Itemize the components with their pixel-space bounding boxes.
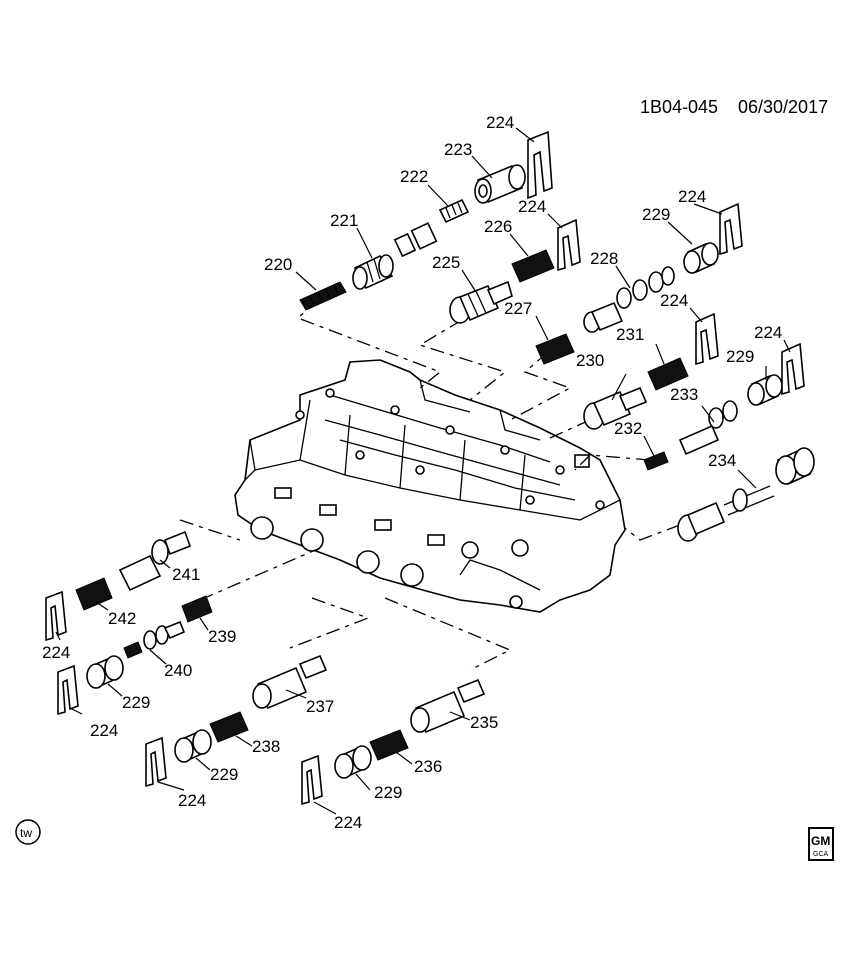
part-232-spring: [643, 451, 669, 471]
part-235-sleeve: [410, 678, 486, 734]
part-225-valve: [449, 280, 513, 324]
callout-229-a: 229: [642, 205, 670, 224]
callout-231: 231: [616, 325, 644, 344]
doc-date: 06/30/2017: [738, 97, 828, 117]
callout-224-c: 224: [678, 187, 706, 206]
part-231-spring: [647, 357, 689, 391]
tw-logo: tw: [15, 819, 41, 845]
callout-242: 242: [108, 609, 136, 628]
part-238-spring: [209, 711, 249, 743]
callout-labels: 220 221 222 223 224 225 226 224 227 228 …: [42, 113, 782, 832]
part-242-spring: [75, 577, 113, 611]
part-220-spring: [299, 281, 347, 311]
part-229-plug-d: [174, 729, 212, 763]
part-230-valve: [583, 386, 648, 430]
part-224-clip-f: [45, 590, 67, 642]
callout-233: 233: [670, 385, 698, 404]
part-226-spring: [511, 249, 555, 283]
doc-id: 1B04-045: [640, 97, 718, 117]
valve-body: [234, 359, 626, 613]
callout-227: 227: [504, 299, 532, 318]
callout-240: 240: [164, 661, 192, 680]
callout-230: 230: [576, 351, 604, 370]
part-224-clip-e: [781, 342, 805, 396]
callout-235: 235: [470, 713, 498, 732]
part-224-clip-c: [719, 202, 743, 256]
part-224-clip-d: [695, 312, 719, 366]
callout-234: 234: [708, 451, 736, 470]
callout-229-e: 229: [374, 783, 402, 802]
callout-224-b: 224: [518, 197, 546, 216]
part-239-spring: [181, 595, 213, 623]
callout-237: 237: [306, 697, 334, 716]
callout-221: 221: [330, 211, 358, 230]
callout-229-d: 229: [210, 765, 238, 784]
svg-text:tw: tw: [20, 826, 32, 840]
callout-224-d: 224: [660, 291, 688, 310]
part-224-clip-b: [557, 218, 581, 272]
callout-232: 232: [614, 419, 642, 438]
part-224-clip-i: [301, 754, 323, 806]
part-236-spring: [369, 729, 409, 761]
callout-224-f: 224: [42, 643, 70, 662]
callout-236: 236: [414, 757, 442, 776]
callout-223: 223: [444, 140, 472, 159]
callout-224-a: 224: [486, 113, 514, 132]
part-229-plug-a: [683, 242, 719, 274]
part-241-valve: [118, 530, 192, 592]
callout-224-e: 224: [754, 323, 782, 342]
part-237-sleeve: [252, 654, 328, 710]
part-233-valve: [678, 400, 738, 456]
part-227-spring: [535, 333, 575, 365]
callout-225: 225: [432, 253, 460, 272]
callout-229-c: 229: [122, 693, 150, 712]
part-221-sleeve: [352, 254, 394, 290]
callout-224-i: 224: [334, 813, 362, 832]
part-229-plug-e: [334, 745, 372, 779]
leader-lines: [55, 127, 791, 815]
part-224-clip-g: [57, 664, 79, 716]
part-240-valve: [123, 620, 186, 659]
callout-226: 226: [484, 217, 512, 236]
callout-224-g: 224: [90, 721, 118, 740]
callout-228: 228: [590, 249, 618, 268]
part-228-valve: [583, 266, 675, 333]
callout-222: 222: [400, 167, 428, 186]
callout-241: 241: [172, 565, 200, 584]
part-224-clip-a: [527, 130, 553, 200]
part-229-plug-b: [747, 374, 783, 406]
callout-220: 220: [264, 255, 292, 274]
part-229-plug-c: [86, 655, 124, 689]
svg-text:GM: GM: [811, 834, 830, 848]
gm-gca-logo: GM GCA: [808, 827, 834, 861]
callout-229-b: 229: [726, 347, 754, 366]
part-224-clip-h: [145, 736, 167, 788]
part-222-valve: [393, 198, 470, 258]
callout-238: 238: [252, 737, 280, 756]
callout-239: 239: [208, 627, 236, 646]
part-234-valve: [677, 447, 815, 542]
part-223-plug: [474, 164, 526, 204]
callout-224-h: 224: [178, 791, 206, 810]
svg-text:GCA: GCA: [813, 851, 829, 858]
